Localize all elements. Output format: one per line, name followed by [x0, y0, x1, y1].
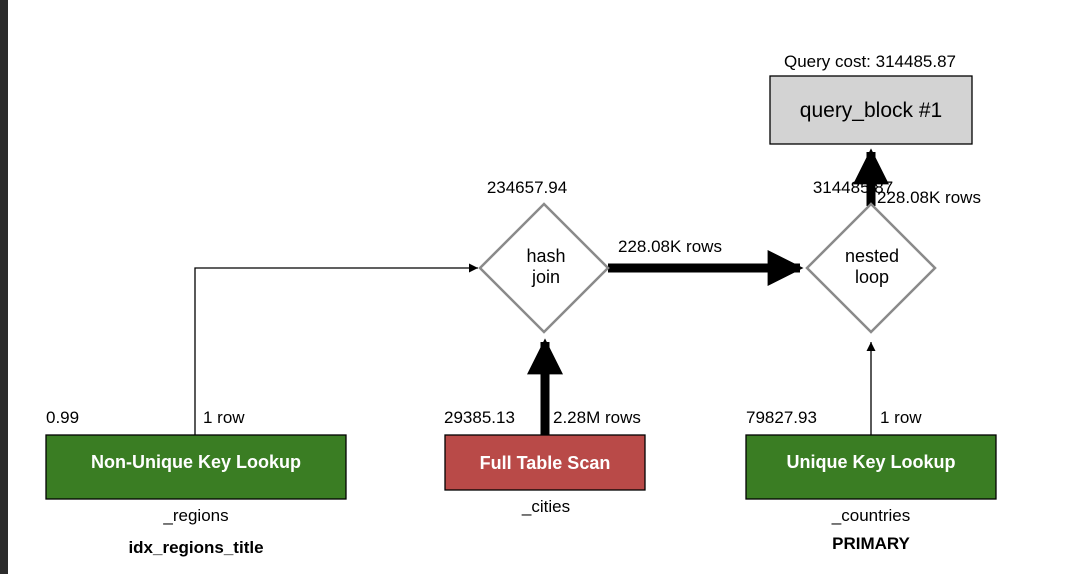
regions-cost: 0.99 — [46, 408, 79, 427]
countries-rows: 1 row — [880, 408, 922, 427]
nested-loop-diamond[interactable] — [805, 202, 937, 334]
query-block-title: query_block #1 — [800, 99, 942, 122]
countries-access-type: Unique Key Lookup — [786, 452, 955, 472]
cities-cost: 29385.13 — [444, 408, 515, 427]
countries-access-box[interactable] — [745, 434, 997, 500]
regions-access-type: Non-Unique Key Lookup — [91, 452, 301, 472]
countries-cost: 79827.93 — [746, 408, 817, 427]
regions-rows: 1 row — [203, 408, 245, 427]
nested-loop-cost: 314485.87 — [813, 178, 893, 197]
regions-table-name: _regions — [162, 506, 228, 525]
query-cost-label: Query cost: 314485.87 — [784, 52, 956, 71]
hash-join-line1: hash — [526, 246, 565, 266]
countries-table-name: _countries — [831, 506, 910, 525]
cities-rows: 2.28M rows — [553, 408, 641, 427]
nested-loop-output-rows: 228.08K rows — [877, 188, 981, 207]
regions-access-box[interactable] — [45, 434, 347, 500]
cities-access-box[interactable] — [444, 434, 646, 491]
window-edge — [0, 0, 8, 574]
regions-key-name: idx_regions_title — [128, 538, 263, 557]
nested-loop-line1: nested — [845, 246, 899, 266]
hash-join-cost: 234657.94 — [487, 178, 567, 197]
hash-join-line2: join — [531, 267, 560, 287]
cities-access-type: Full Table Scan — [480, 453, 611, 473]
edge-regions-to-hash-join — [194, 263, 478, 435]
hash-join-diamond[interactable] — [478, 202, 610, 334]
query-block-box[interactable] — [769, 75, 973, 145]
countries-key-name: PRIMARY — [832, 534, 910, 553]
hash-join-output-rows: 228.08K rows — [618, 237, 722, 256]
cities-table-name: _cities — [521, 497, 570, 516]
nested-loop-line2: loop — [855, 267, 889, 287]
